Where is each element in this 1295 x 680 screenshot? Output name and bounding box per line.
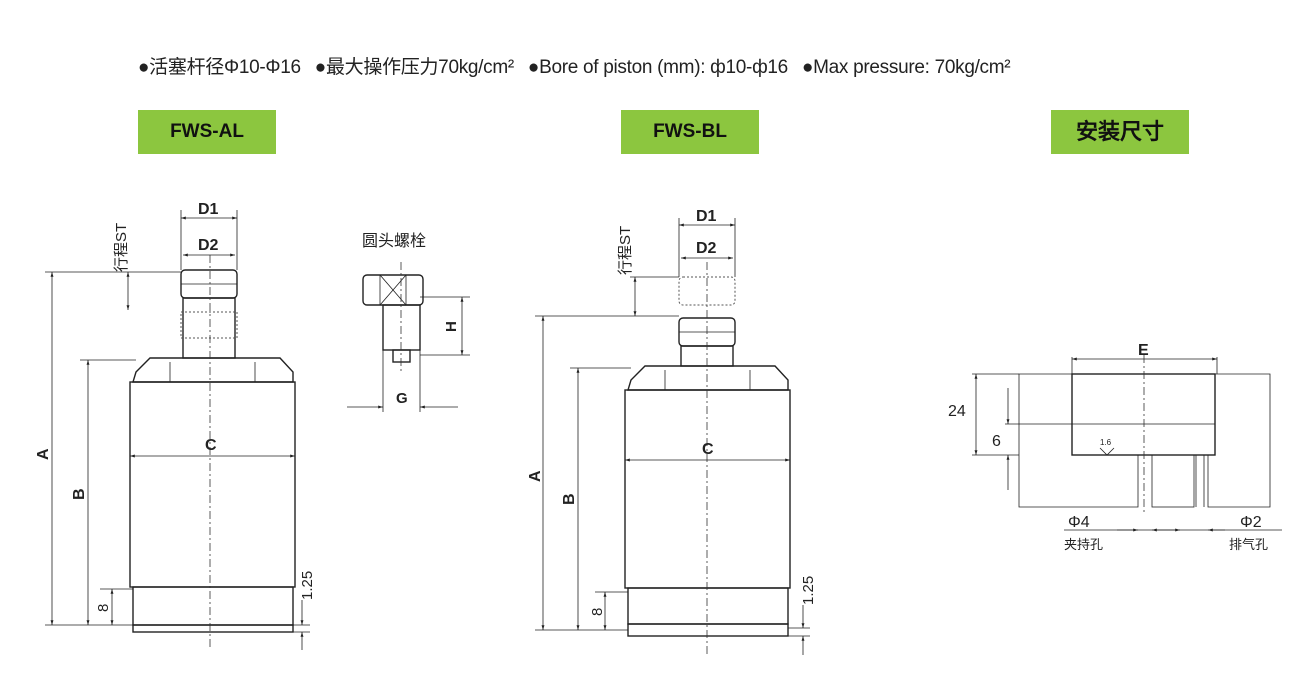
dim-gap-bl: 1.25 (800, 576, 817, 605)
dim-h: H (443, 321, 460, 332)
dim-6: 6 (992, 433, 1001, 450)
dim-stroke-bl: 行程ST (617, 226, 634, 275)
bolt-label: 圆头螺栓 (362, 232, 426, 250)
fws-bl-drawing: C D1 D2 行程ST A B 8 1.25 (527, 208, 817, 655)
spec-rod-cn: ●活塞杆径Φ10-Φ16 (138, 57, 301, 78)
dim-b-bl: B (561, 493, 578, 505)
vent-hole-label: 排气孔 (1229, 537, 1268, 552)
roughness-mark: 1.6 (1100, 438, 1112, 447)
dim-c-al: C (205, 437, 217, 454)
badge-install: 安装尺寸 (1051, 110, 1189, 154)
dim-24: 24 (948, 403, 966, 420)
dim-phi4: Φ4 (1068, 514, 1090, 531)
install-drawing: E 24 6 1.6 Φ4 Φ2 夹持孔 排气孔 (948, 342, 1282, 552)
clamp-hole-label: 夹持孔 (1064, 537, 1103, 552)
fws-al-drawing: C D1 D2 行程ST A B 8 1.25 (35, 201, 316, 650)
dim-phi2: Φ2 (1240, 514, 1262, 531)
dim-a-bl: A (527, 470, 544, 482)
dim-e: E (1138, 342, 1149, 359)
dim-d2-bl: D2 (696, 240, 717, 257)
badge-fws-al: FWS-AL (138, 110, 276, 154)
spec-pressure-en: ●Max pressure: 70kg/cm² (801, 57, 1011, 78)
dim-g: G (396, 390, 408, 407)
round-head-bolt-drawing: 圆头螺栓 H G (347, 232, 470, 412)
spec-pressure-cn: ●最大操作压力70kg/cm² (314, 57, 514, 78)
dim-d2-al: D2 (198, 237, 219, 254)
dim-a-al: A (35, 448, 52, 460)
spec-bore-en: ●Bore of piston (mm): ф10-ф16 (527, 57, 788, 78)
dim-d1-bl: D1 (696, 208, 717, 225)
spec-line: ●活塞杆径Φ10-Φ16 ●最大操作压力70kg/cm² ●Bore of pist… (138, 52, 1024, 79)
dim-stroke-al: 行程ST (113, 223, 130, 272)
dim-b-al: B (71, 488, 88, 500)
dim-gap-al: 1.25 (299, 571, 316, 600)
dim-8-al: 8 (95, 604, 112, 612)
dim-8-bl: 8 (589, 608, 606, 616)
dim-d1-al: D1 (198, 201, 219, 218)
dim-c-bl: C (702, 441, 714, 458)
badge-fws-bl: FWS-BL (621, 110, 759, 154)
